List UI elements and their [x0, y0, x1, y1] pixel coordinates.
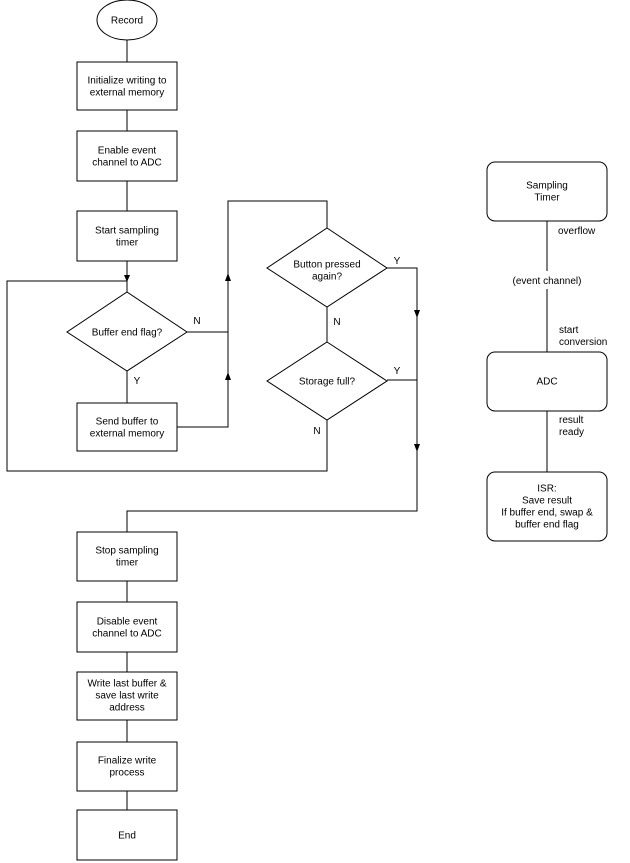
sampling-timer-box: [486, 161, 608, 222]
connector-loop-back: [6, 280, 328, 472]
end-label: End: [118, 831, 136, 842]
arrowhead-up-1: [225, 273, 231, 281]
text-line: ISR:: [537, 484, 556, 495]
text-line: ADC: [536, 377, 557, 388]
text-line: Write last buffer &: [87, 679, 166, 690]
storage-no-label: N: [313, 426, 320, 437]
text-line: conversion: [559, 337, 607, 348]
text-line: Initialize writing to: [88, 76, 167, 87]
text-line: Timer: [534, 193, 560, 204]
isr-box: [486, 471, 608, 542]
button-yes-label: Y: [394, 256, 401, 267]
buffer-end-yes-label: Y: [134, 376, 141, 387]
arrowhead-loop: [124, 275, 130, 282]
shapes: [66, 0, 608, 861]
text-line: again?: [312, 272, 342, 283]
button-no-label: N: [333, 317, 340, 328]
text-line: address: [109, 703, 145, 714]
connector-button-yes: [126, 267, 418, 532]
event-channel-bg: [508, 271, 586, 289]
text-line: End: [118, 831, 136, 842]
arrowheads: [124, 273, 420, 452]
text-line: Enable event: [98, 146, 157, 157]
connector-send-to-button: [177, 200, 328, 428]
overflow-label: overflow: [558, 226, 596, 237]
storage-full-decision: [266, 341, 388, 421]
text-line: Record: [111, 16, 143, 27]
text-line: Save result: [522, 496, 572, 507]
finalize-box: [76, 741, 178, 792]
event-channel-label: (event channel): [513, 276, 582, 287]
adc-label: ADC: [536, 377, 557, 388]
text-line: save last write: [95, 691, 159, 702]
text-line: Button pressed: [293, 260, 360, 271]
text-line: timer: [116, 238, 139, 249]
buffer-end-no-label: N: [193, 316, 200, 327]
arrowhead-down-1: [414, 310, 420, 318]
edge-labels: N Y Y N Y N: [134, 256, 401, 437]
init-write-box: [76, 61, 178, 111]
connectors: [6, 40, 548, 810]
stop-timer-box: [76, 531, 178, 582]
text-line: Stop sampling: [95, 546, 158, 557]
arrowhead-up-2: [225, 372, 231, 380]
text-line: Sampling: [526, 181, 568, 192]
text-line: process: [109, 768, 144, 779]
end-box: [76, 809, 178, 861]
text-line: ready: [559, 427, 584, 438]
text-line: Disable event: [97, 617, 158, 628]
storage-yes-label: Y: [394, 366, 401, 377]
text-line: Send buffer to: [96, 417, 159, 428]
text-line: Finalize write: [98, 756, 157, 767]
text-line: start: [559, 325, 579, 336]
start-timer-box: [76, 210, 178, 262]
text-line: (event channel): [513, 276, 582, 287]
text-line: Buffer end flag?: [92, 328, 163, 339]
arrowhead-down-2: [414, 444, 420, 452]
buffer-end-label: Buffer end flag?: [92, 328, 163, 339]
text-line: channel to ADC: [92, 158, 162, 169]
disable-event-box: [76, 601, 178, 653]
text-line: If buffer end, swap &: [501, 508, 593, 519]
record-terminator: [96, 0, 158, 41]
text-line: buffer end flag: [515, 520, 579, 531]
send-buffer-box: [76, 402, 178, 452]
record-label: Record: [111, 16, 143, 27]
text-line: overflow: [558, 226, 596, 237]
text-line: result: [559, 415, 584, 426]
adc-box: [486, 351, 608, 412]
text-line: external memory: [90, 88, 164, 99]
storage-full-label: Storage full?: [299, 377, 356, 388]
text-line: Start sampling: [95, 226, 159, 237]
button-pressed-decision: [266, 227, 388, 308]
text-line: Storage full?: [299, 377, 356, 388]
text-line: channel to ADC: [92, 629, 162, 640]
text-line: timer: [116, 558, 139, 569]
enable-event-box: [76, 130, 178, 182]
write-last-box: [76, 671, 178, 721]
text-line: external memory: [90, 429, 164, 440]
buffer-end-decision: [66, 291, 188, 372]
